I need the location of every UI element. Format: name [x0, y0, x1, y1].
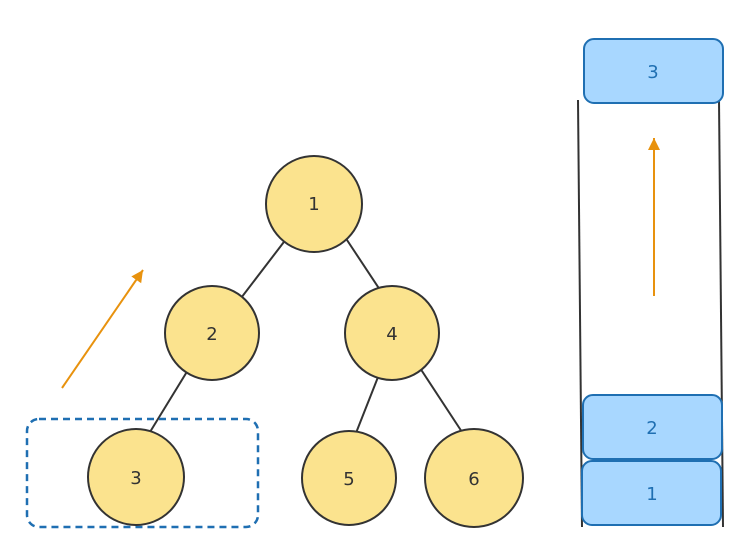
tree-node-2: 2 [164, 285, 260, 381]
stack-items: 2 1 [581, 394, 723, 526]
edge-4-5 [355, 371, 381, 434]
tree-node-label: 4 [386, 324, 397, 345]
tree-node-label: 1 [308, 194, 319, 215]
stack-item-label: 1 [646, 484, 657, 505]
stack-container [577, 99, 724, 528]
tree-node-label: 5 [343, 469, 354, 490]
stack-item-label: 2 [646, 418, 657, 439]
tree-node-1: 1 [265, 155, 363, 253]
upward-arrow [61, 269, 144, 389]
tree-node-3: 3 [87, 428, 185, 526]
stack-item-2: 2 [582, 394, 723, 460]
stack-item-label: 3 [647, 62, 658, 83]
stack-wall-left [577, 99, 583, 528]
edge-1-2 [237, 233, 291, 303]
tree-node-label: 6 [468, 469, 479, 490]
edge-2-3 [149, 369, 189, 433]
tree-node-label: 2 [206, 324, 217, 345]
stack-popped-item: 3 [583, 38, 724, 104]
edge-4-6 [419, 367, 463, 433]
tree-node-5: 5 [301, 430, 397, 526]
tree-node-6: 6 [424, 428, 524, 528]
tree-node-label: 3 [130, 468, 141, 489]
stack-wall-right [718, 99, 724, 528]
stack-item-1: 1 [581, 460, 722, 526]
tree-nodes: 1 2 4 3 5 6 [87, 155, 524, 528]
tree-node-4: 4 [344, 285, 440, 381]
highlight-box [25, 417, 260, 529]
